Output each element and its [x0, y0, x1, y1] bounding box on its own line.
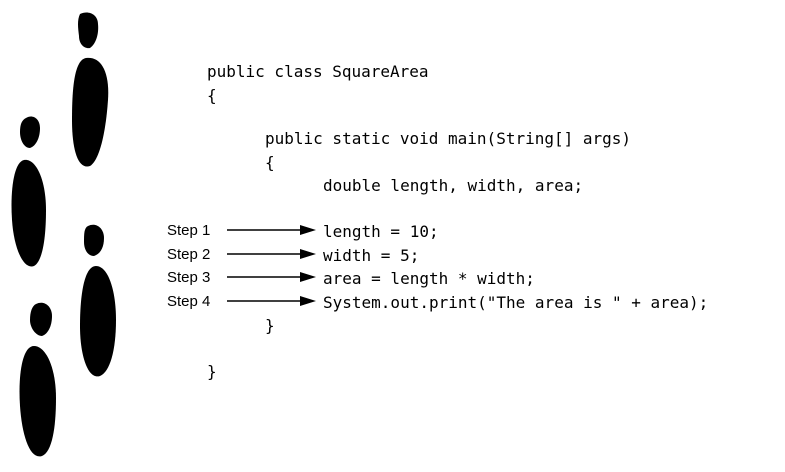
code-class-close-brace: }	[207, 362, 217, 381]
step-label-4: Step 4	[167, 293, 211, 310]
footprint-icon	[72, 12, 109, 167]
step-label-1: Step 1	[167, 222, 211, 239]
code-statement-4: System.out.print("The area is " + area);	[323, 293, 709, 312]
code-statement-1: length = 10;	[323, 222, 439, 241]
arrow-right-icon	[227, 249, 316, 259]
code-method-open-brace: {	[265, 153, 275, 172]
footprint-icon	[19, 302, 56, 457]
arrow-right-icon	[227, 296, 316, 306]
code-method-close-brace: }	[265, 316, 275, 335]
footprint-icon	[80, 224, 116, 377]
step-label-2: Step 2	[167, 246, 211, 263]
code-statement-3: area = length * width;	[323, 269, 535, 288]
code-variable-declaration: double length, width, area;	[323, 176, 584, 195]
arrow-right-icon	[227, 272, 316, 282]
code-method-declaration: public static void main(String[] args)	[265, 129, 632, 148]
step-label-3: Step 3	[167, 269, 211, 286]
code-class-open-brace: {	[207, 86, 217, 105]
code-statement-2: width = 5;	[323, 246, 420, 265]
footprint-icon	[11, 116, 46, 267]
arrow-right-icon	[227, 225, 316, 235]
code-class-declaration: public class SquareArea	[207, 62, 429, 81]
